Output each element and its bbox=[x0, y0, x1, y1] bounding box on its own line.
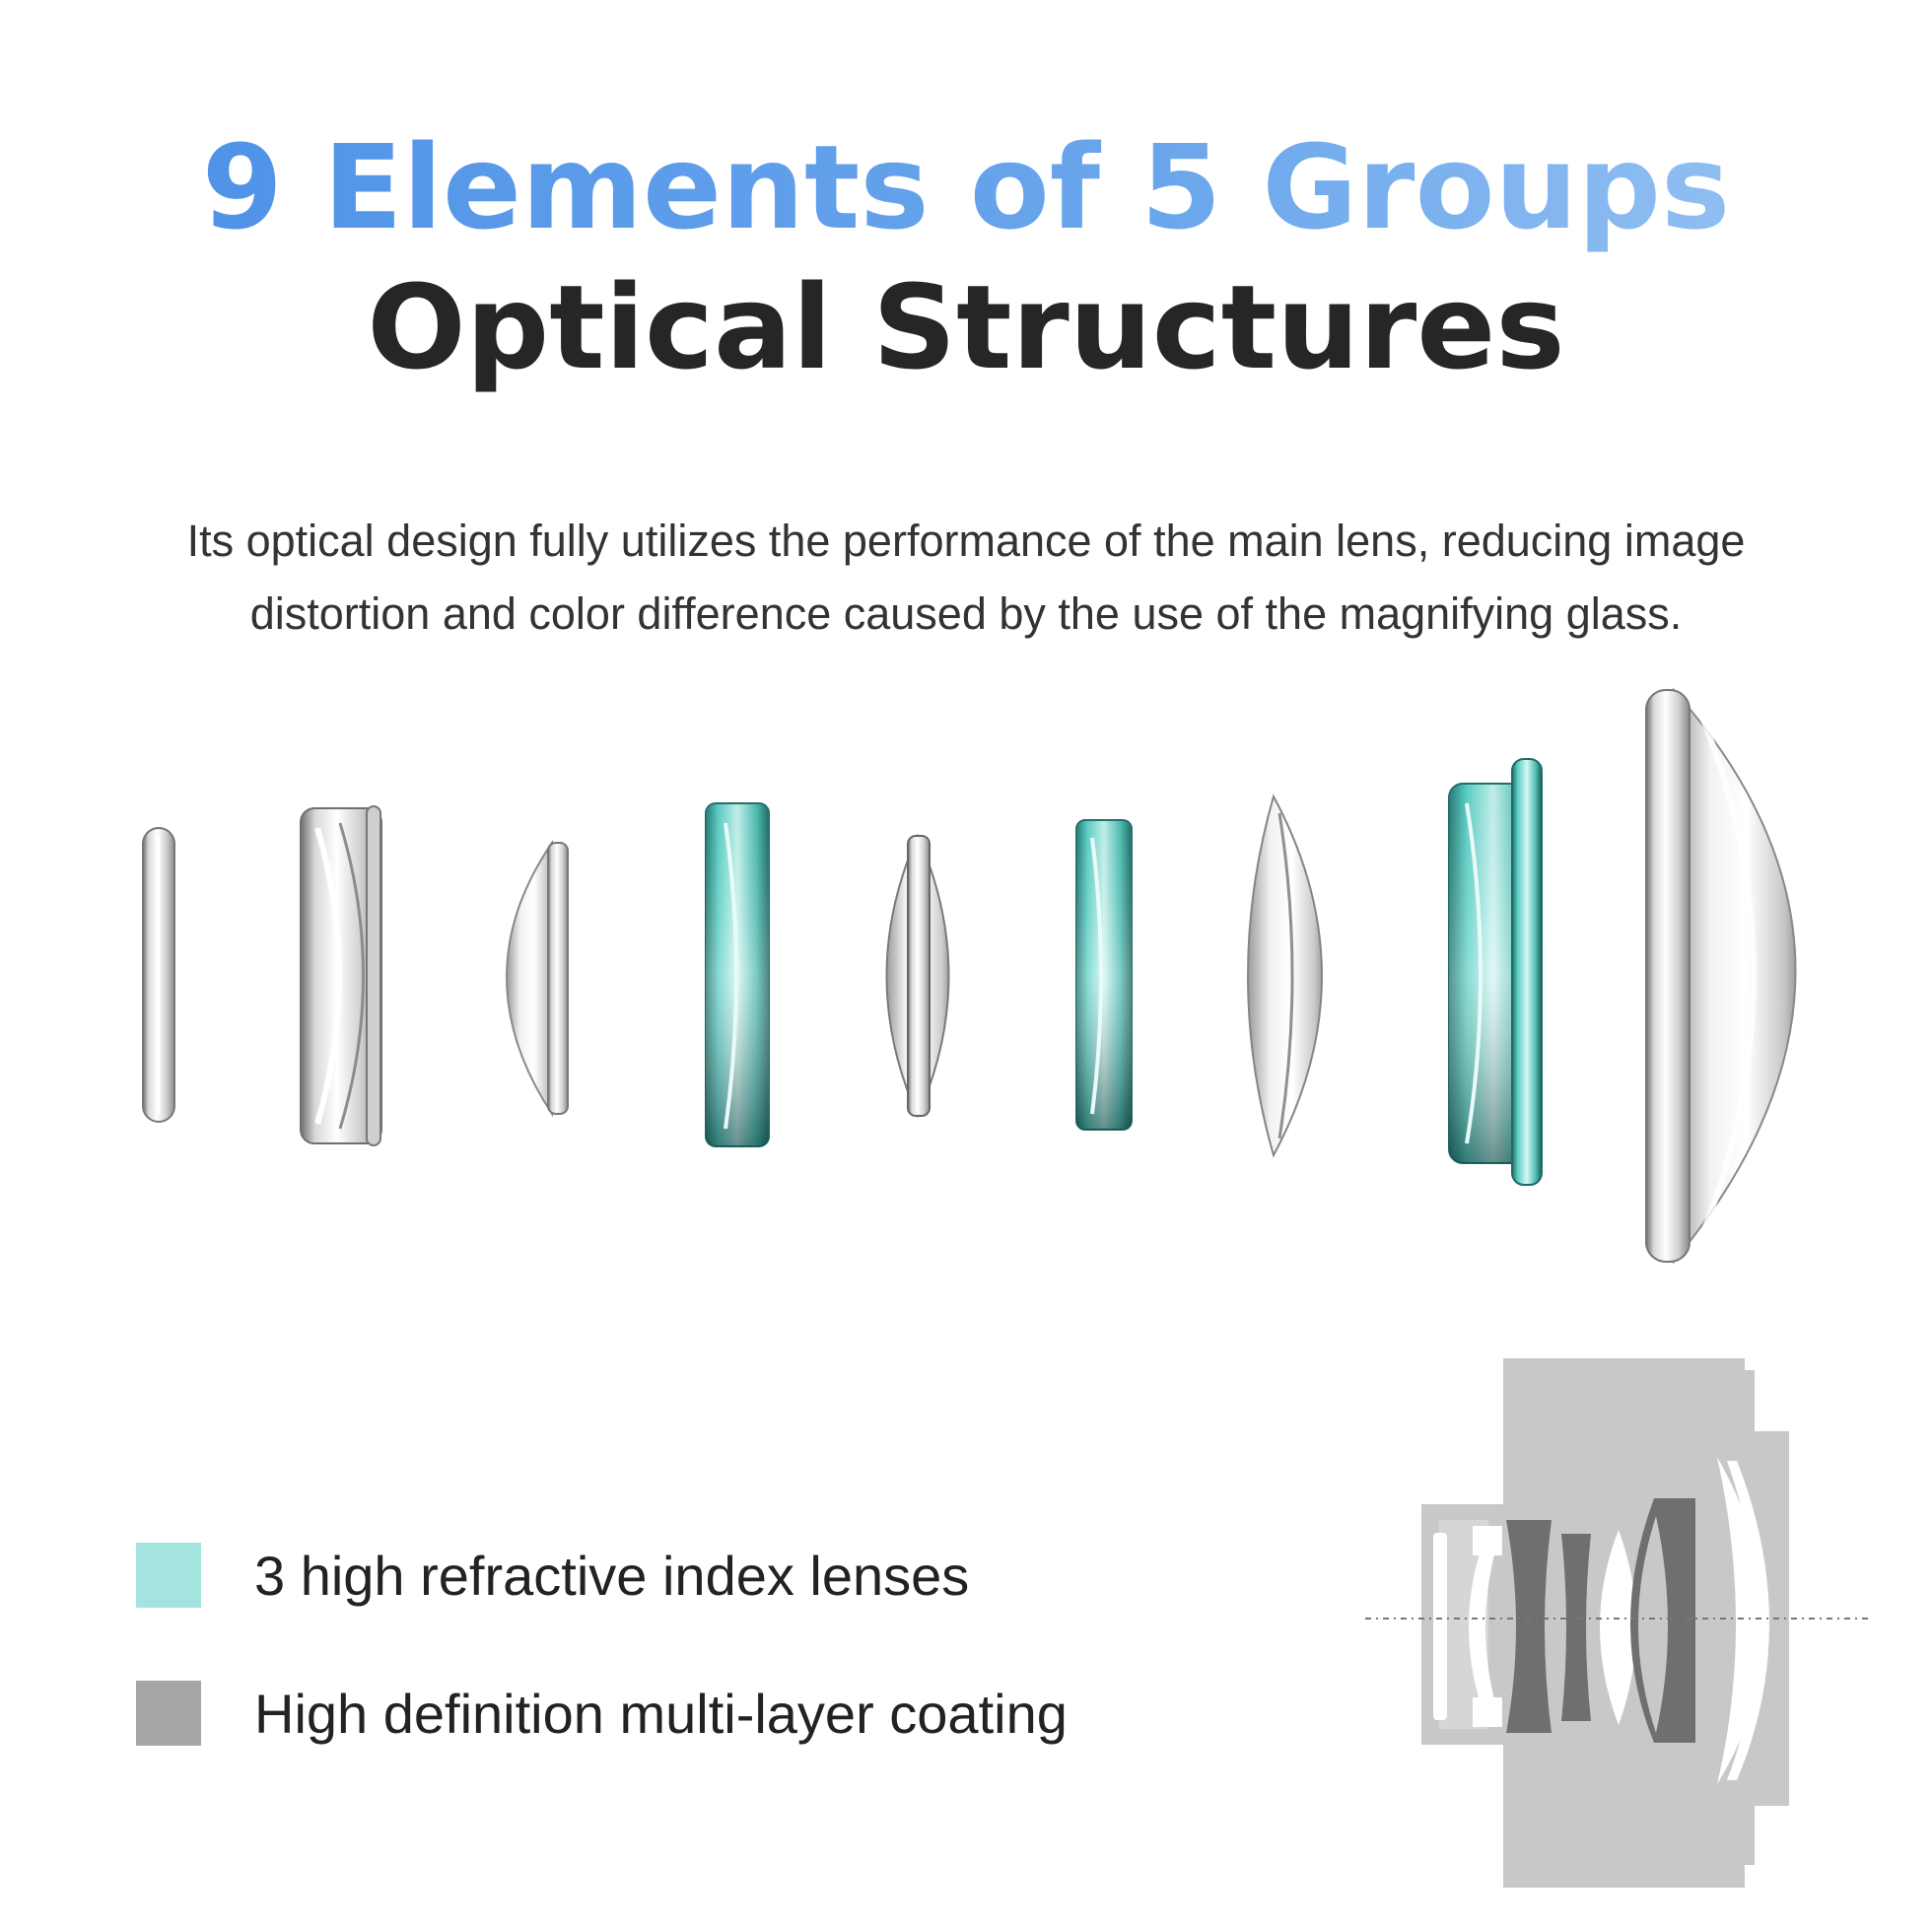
legend-label-high-refractive: 3 high refractive index lenses bbox=[254, 1545, 970, 1607]
legend-swatch-gray bbox=[136, 1681, 201, 1746]
title-optical-structures: Optical Structures bbox=[367, 259, 1565, 395]
lens-element-6 bbox=[1075, 819, 1133, 1131]
lens-element-9 bbox=[1645, 687, 1797, 1265]
lens-elements-illustration bbox=[142, 687, 1797, 1265]
legend-swatch-teal bbox=[136, 1543, 201, 1608]
description-line-1: Its optical design fully utilizes the pe… bbox=[186, 516, 1746, 566]
lens-element-8 bbox=[1448, 758, 1543, 1186]
description: Its optical design fully utilizes the pe… bbox=[89, 505, 1843, 651]
legend-label-coating: High definition multi-layer coating bbox=[254, 1683, 1068, 1745]
lens-element-3 bbox=[506, 839, 569, 1118]
lens-element-5 bbox=[885, 833, 950, 1119]
lens-cross-section-diagram bbox=[1365, 1358, 1868, 1888]
lens-element-1 bbox=[142, 827, 175, 1123]
title-line-1: 9 Elements of 5 Groups bbox=[201, 119, 1731, 255]
title-elements-groups: 9 Elements of 5 Groups bbox=[0, 118, 1932, 256]
lens-element-4 bbox=[705, 802, 770, 1147]
lens-element-7 bbox=[1247, 794, 1323, 1158]
description-line-2: distortion and color difference caused b… bbox=[249, 588, 1683, 639]
lens-element-2 bbox=[300, 805, 382, 1146]
